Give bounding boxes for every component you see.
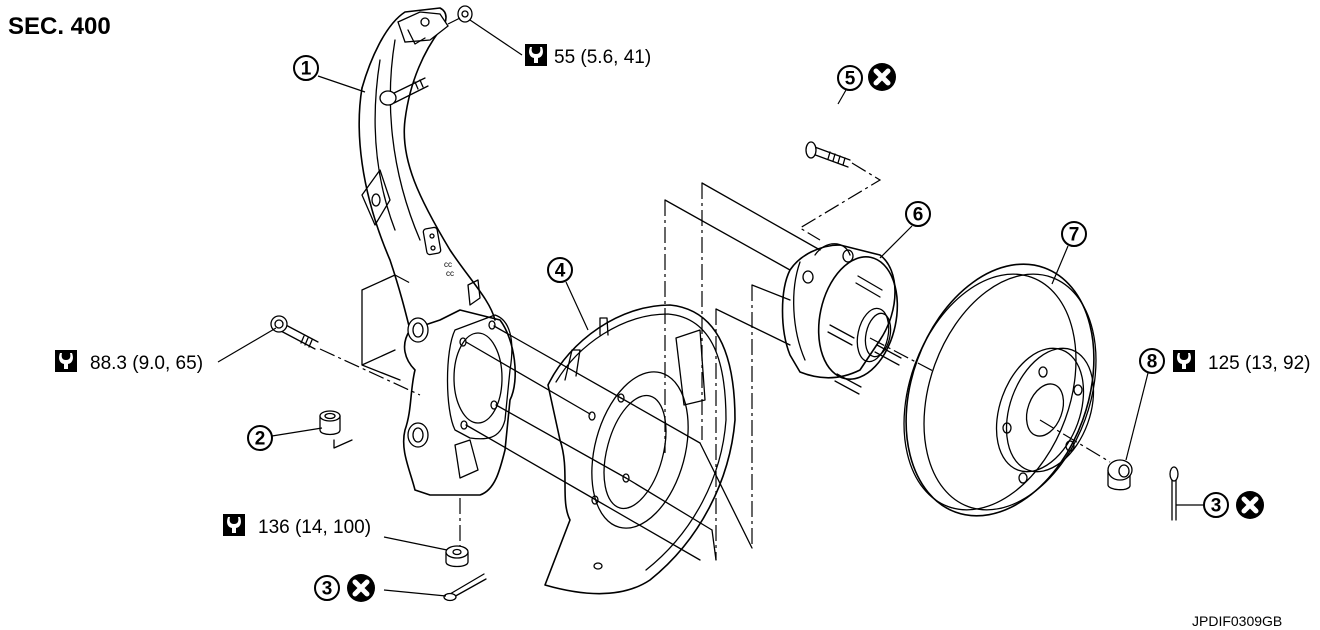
disc-rotor bbox=[903, 263, 1111, 517]
torque-value: 88.3 (9.0, 65) bbox=[90, 353, 203, 374]
do-not-reuse-x-icon bbox=[868, 63, 896, 91]
lower-nut bbox=[445, 498, 469, 568]
torque-wrench-icon bbox=[223, 514, 245, 536]
callout-number: 3 bbox=[1211, 496, 1222, 517]
callout-4: 4 bbox=[547, 257, 589, 331]
figure-reference-code: JPDIF0309GB bbox=[1192, 613, 1282, 629]
torque-spec-knuckle-bolt: 88.3 (9.0, 65) bbox=[55, 327, 277, 374]
do-not-reuse-x-icon bbox=[347, 574, 375, 602]
hub-bolt bbox=[798, 141, 882, 241]
svg-text:cc: cc bbox=[446, 269, 454, 278]
callout-3-lower: 3 bbox=[314, 574, 447, 602]
callout-number: 2 bbox=[255, 429, 266, 450]
wheel-hub-assembly bbox=[781, 243, 936, 395]
knuckle-bolt bbox=[270, 315, 319, 350]
torque-wrench-icon bbox=[1173, 350, 1195, 372]
cotter-pin-right bbox=[1169, 466, 1179, 521]
torque-value: 136 (14, 100) bbox=[258, 517, 371, 538]
torque-spec-lower-nut: 136 (14, 100) bbox=[223, 514, 448, 551]
torque-spec-hub-nut: 125 (13, 92) bbox=[1173, 350, 1310, 374]
torque-wrench-icon bbox=[55, 350, 77, 372]
callout-number: 1 bbox=[301, 59, 312, 80]
callout-6: 6 bbox=[879, 201, 931, 259]
splash-guard bbox=[544, 304, 736, 595]
torque-wrench-icon bbox=[525, 44, 547, 66]
callout-3-right: 3 bbox=[1176, 491, 1264, 519]
section-title: SEC. 400 bbox=[8, 13, 111, 40]
callout-number: 8 bbox=[1147, 352, 1158, 373]
hub-lock-nut bbox=[1107, 459, 1133, 491]
callout-2: 2 bbox=[247, 425, 323, 451]
torque-value: 125 (13, 92) bbox=[1208, 353, 1310, 374]
do-not-reuse-x-icon bbox=[1236, 491, 1264, 519]
callout-number: 5 bbox=[845, 69, 856, 90]
svg-text:cc: cc bbox=[444, 260, 452, 269]
callout-7: 7 bbox=[1051, 221, 1087, 285]
callout-5: 5 bbox=[837, 63, 896, 105]
callout-number: 3 bbox=[322, 579, 333, 600]
torque-spec-top-bolt: 55 (5.6, 41) bbox=[469, 19, 651, 68]
callout-number: 6 bbox=[913, 205, 924, 226]
cotter-pin-lower bbox=[443, 573, 487, 602]
callout-1: 1 bbox=[293, 55, 366, 93]
callout-8: 8 bbox=[1125, 348, 1165, 461]
torque-value: 55 (5.6, 41) bbox=[554, 47, 651, 68]
callout-number: 4 bbox=[555, 261, 566, 282]
steering-knuckle: cc cc bbox=[358, 5, 516, 496]
callout-number: 7 bbox=[1069, 225, 1080, 246]
bushing bbox=[319, 410, 353, 449]
